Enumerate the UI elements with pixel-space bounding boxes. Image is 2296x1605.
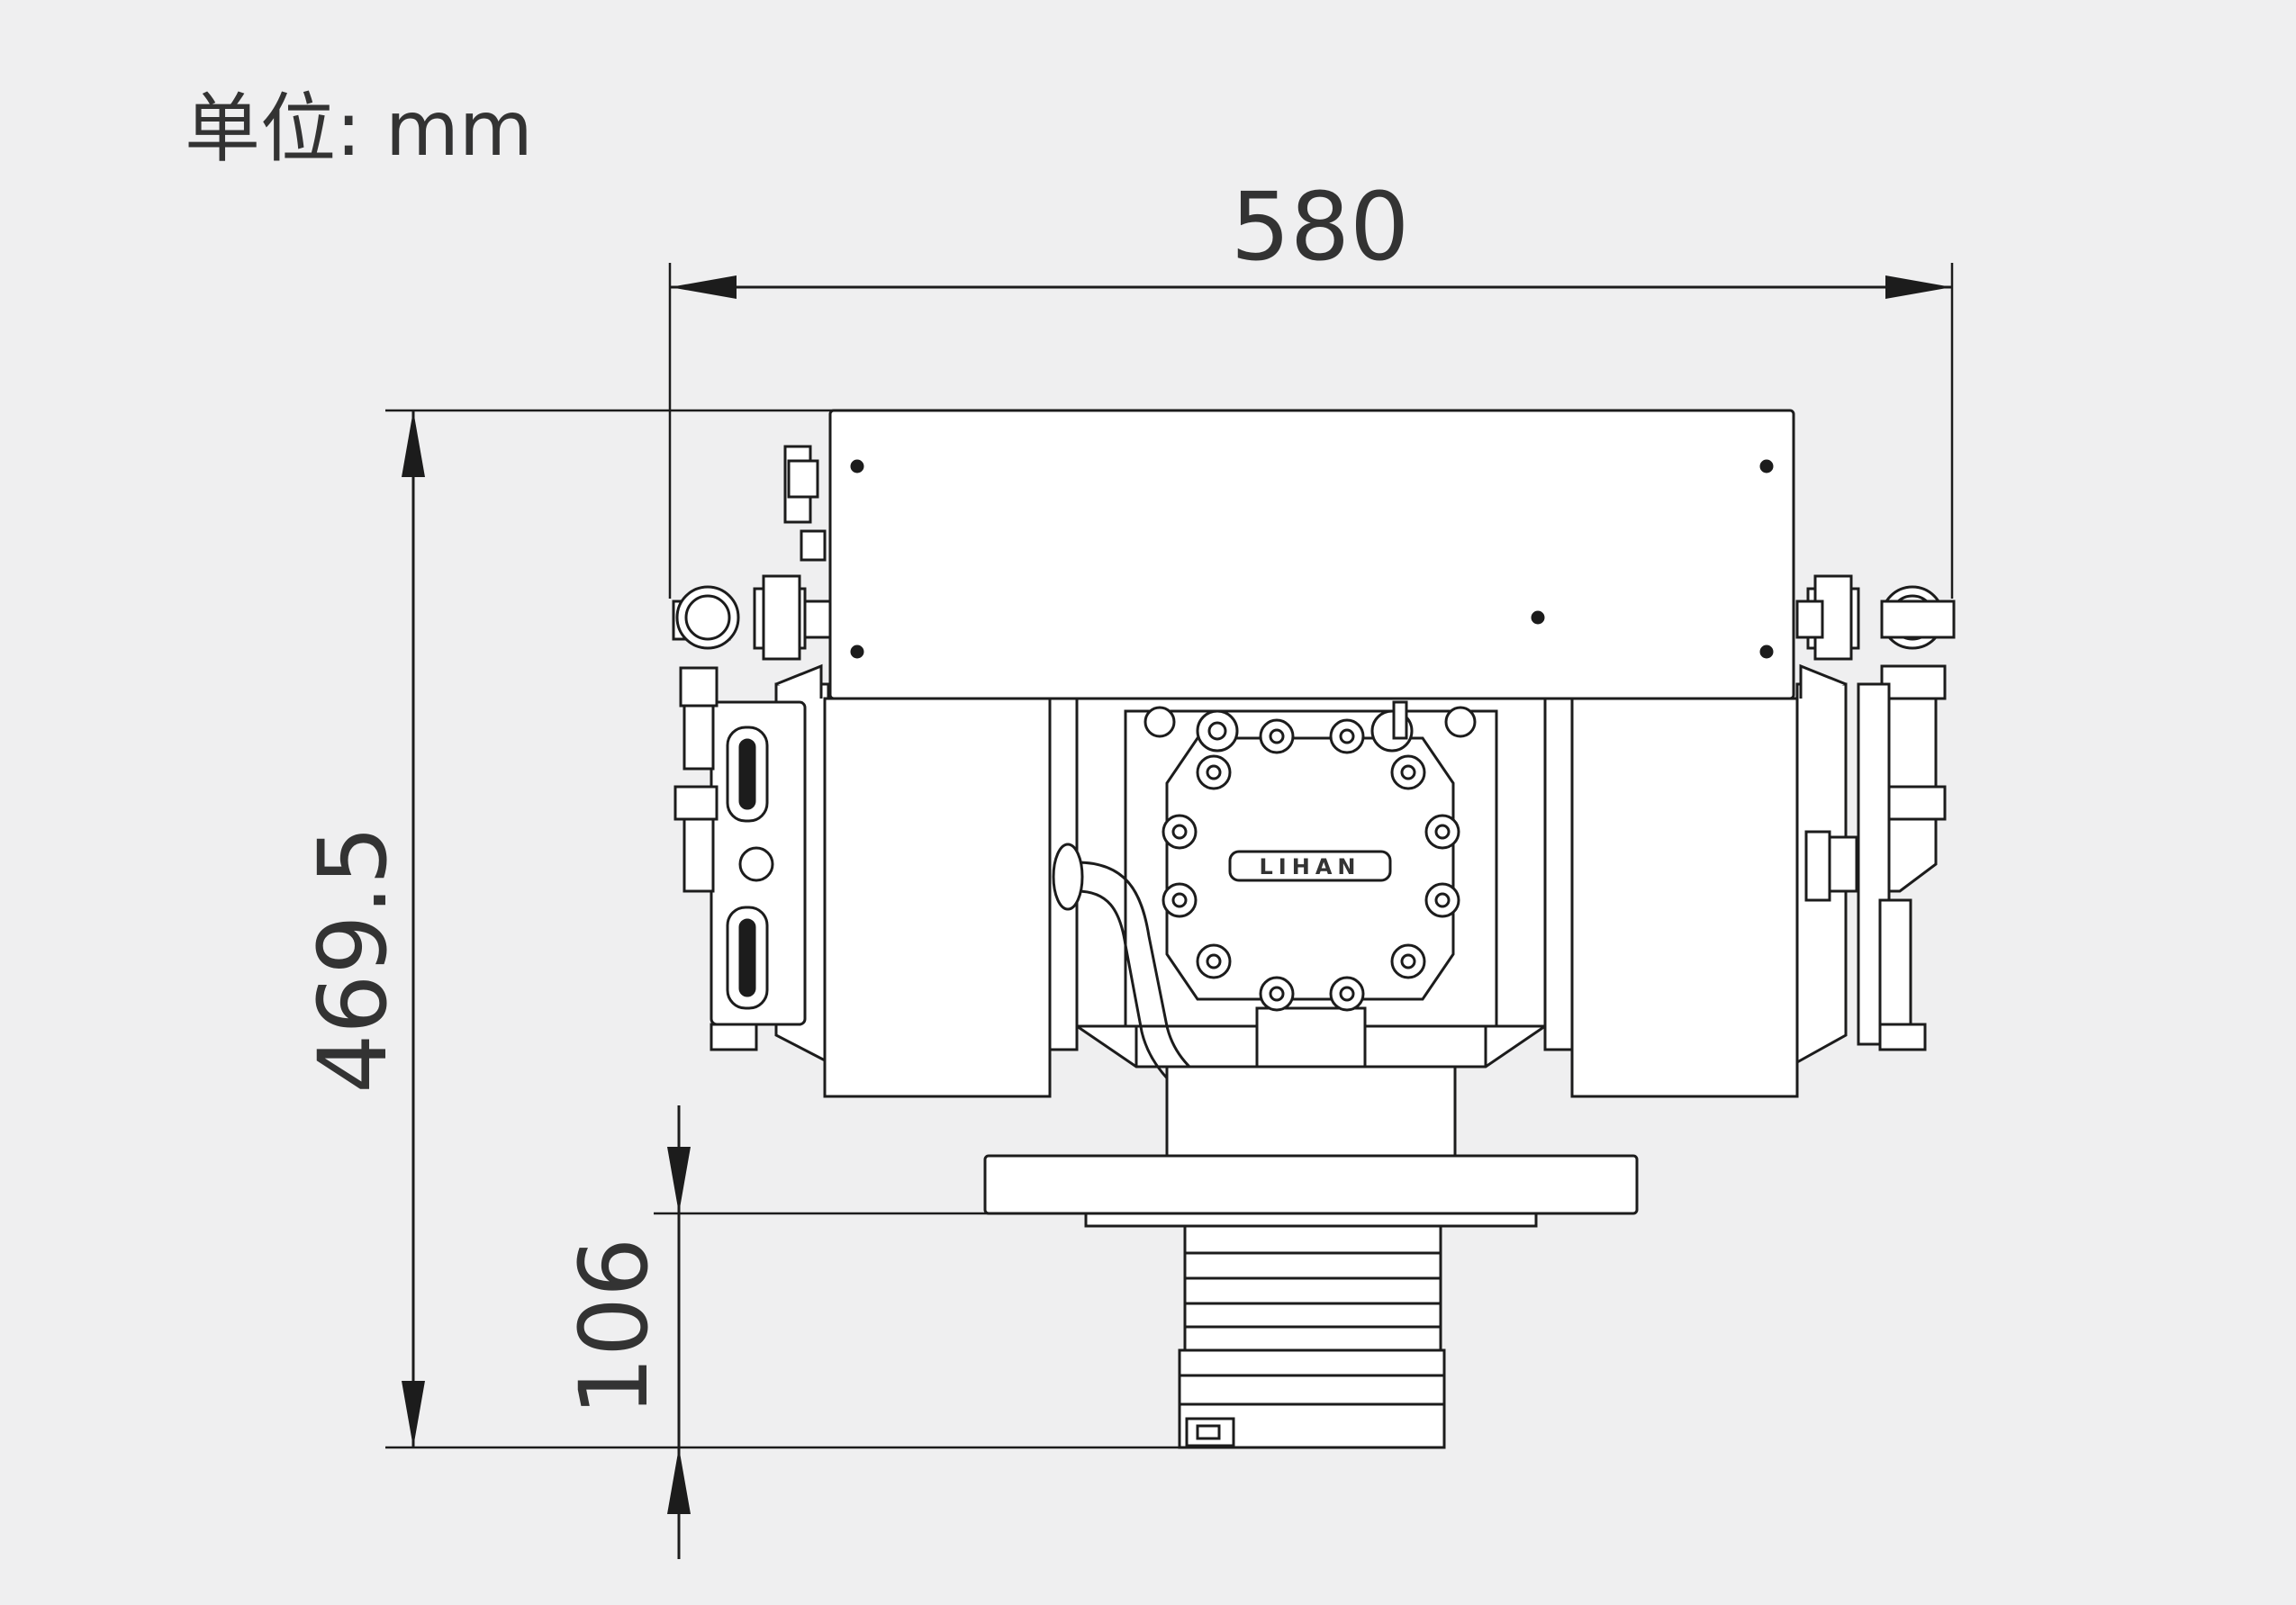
top-cover-plate [828,409,1795,700]
logo-plate [1228,850,1392,882]
left-housing [774,663,1079,1098]
left-valve-block [673,666,807,1051]
base-dimension-text: 106 [559,1238,669,1417]
left-fittings [672,445,832,661]
lower-base [983,1065,1639,1449]
dimension-lines [385,263,1954,1559]
height-dimension-text: 469.5 [298,825,408,1094]
lihan-logo: LIHAN [1260,854,1361,879]
flange-bolts [1162,718,1460,1012]
right-housing [1543,663,1848,1098]
right-fittings [1795,574,1956,1051]
compressor-body [672,409,1956,1449]
width-dimension-text: 580 [1231,172,1410,282]
unit-label: 单位: mm [185,85,533,173]
